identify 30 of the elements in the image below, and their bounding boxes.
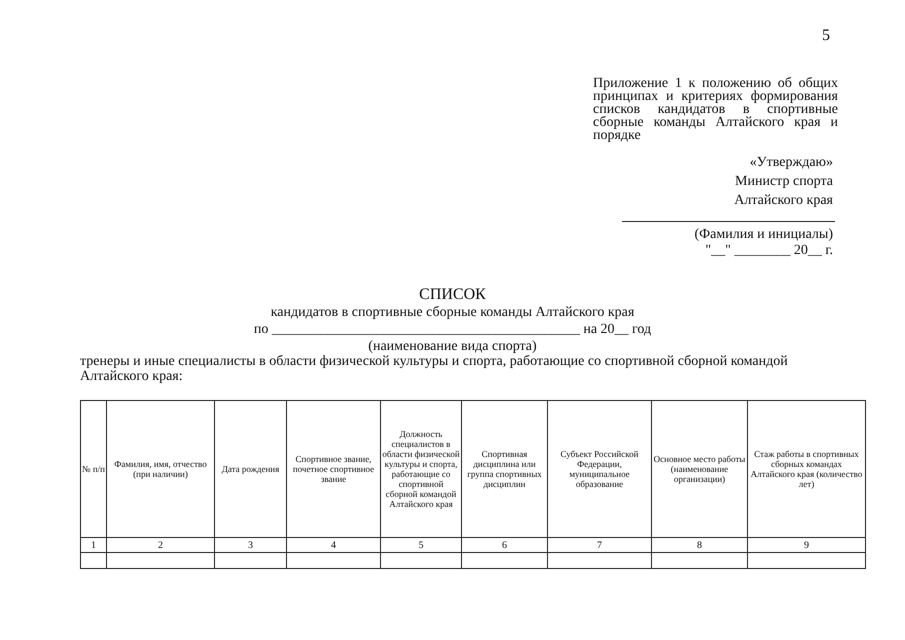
column-header: № п/п bbox=[82, 464, 105, 474]
signature-caption: (Фамилия и инициалы) bbox=[694, 227, 833, 242]
fill-in-caption: (наименование вида спорта) bbox=[367, 339, 538, 354]
column-header: Субъект Российской Федерации, муниципальное образование bbox=[560, 449, 640, 489]
column-number: 1 bbox=[91, 540, 96, 550]
column-header: Дата рождения bbox=[222, 464, 280, 474]
sport-fill-in-line: по ____________________________________________ на 20__ год bbox=[252, 322, 652, 337]
column-number: 3 bbox=[248, 540, 253, 550]
column-number: 7 bbox=[597, 540, 602, 550]
approver-title: Министр спорта bbox=[735, 174, 833, 189]
column-number: 9 bbox=[804, 540, 809, 550]
column-header: Основное место работы (наименование организации) bbox=[653, 454, 746, 484]
column-number: 2 bbox=[158, 540, 163, 550]
column-header: Фамилия, имя, отчество (при наличии) bbox=[113, 459, 208, 479]
column-number: 8 bbox=[697, 540, 702, 550]
column-header: Должность специалистов в области физической культуры и спорта, работающие со спортивной сборной командой Алтайского края bbox=[382, 429, 460, 509]
document-title: СПИСОК bbox=[418, 287, 487, 302]
approval-heading: «Утверждаю» bbox=[750, 155, 833, 170]
column-number: 4 bbox=[331, 540, 336, 550]
column-header: Спортивное звание, почетное спортивное звание bbox=[292, 454, 376, 484]
column-header: Стаж работы в спортивных сборных командах Алтайского края (количество лет) bbox=[750, 449, 864, 489]
intro-text: тренеры и иные специалисты в области физической культуры и спорта, работающие со спортивной сборной командой Алтайского края: bbox=[80, 354, 789, 384]
date-line: "__" ________ 20__ г. bbox=[705, 243, 833, 258]
column-number: 6 bbox=[502, 540, 507, 550]
column-header: Спортивная дисциплина или группа спортивных дисциплин bbox=[466, 449, 543, 489]
appendix-note: Приложение 1 к положению об общих принципах и критериях формирования списков кандидатов в спортивные сборные команды Алтайского края и порядке bbox=[593, 77, 838, 142]
approver-region: Алтайского края bbox=[734, 193, 833, 208]
column-number: 5 bbox=[418, 540, 424, 550]
page-number: 5 bbox=[822, 28, 830, 43]
subtitle: кандидатов в спортивные сборные команды Алтайского края bbox=[270, 305, 636, 320]
